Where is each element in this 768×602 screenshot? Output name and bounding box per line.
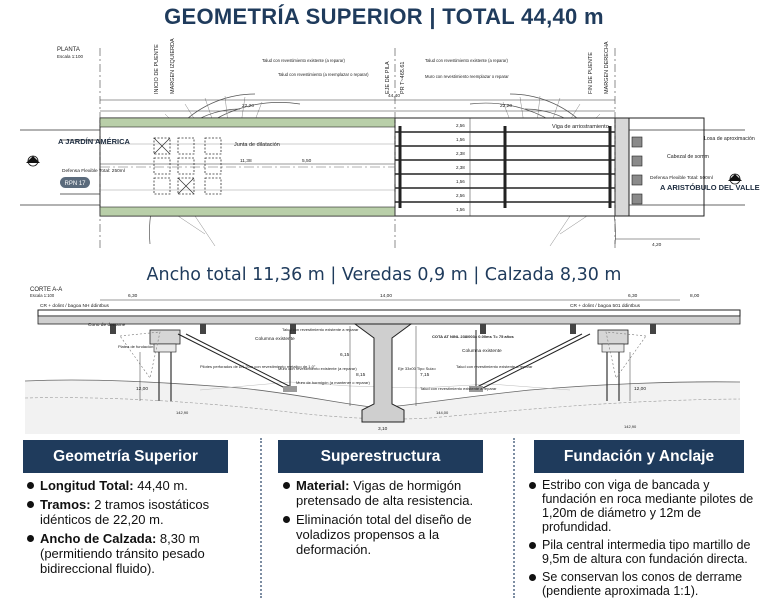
panel-heading-superstructure: Superestructura: [278, 440, 483, 473]
section-drawing: CORTE A-A Escala 1:100 6,30 14,00 6,30 8…: [24, 287, 741, 434]
axis-label: PR T~465.61: [400, 62, 406, 94]
bottom-dim: 3,10: [378, 426, 388, 432]
pile-dim: 12,00: [136, 386, 148, 392]
dim-right: 6,30: [628, 293, 638, 299]
section-note: Muro de hormigón (a mantener o reparar): [296, 380, 370, 385]
to-right-label: A ARISTÓBULO DEL VALLE: [660, 183, 760, 192]
plan-note: Talud con revestimiento existente (a rep…: [262, 58, 345, 63]
list-item: Material: Vigas de hormigón pretensado d…: [282, 478, 506, 508]
section-note: Platea de fundación: [118, 344, 153, 349]
section-note: Columna existente: [255, 336, 295, 342]
section-note: Pilotes perforados de Ø1.20m con revesti…: [200, 364, 316, 369]
divider: [260, 438, 262, 598]
elev-dim: 8,15: [356, 372, 366, 378]
axis-label: MARGEN DERECHA: [604, 41, 610, 94]
list-item: Estribo con viga de bancada y fundación …: [528, 478, 764, 534]
panel-heading-foundation: Fundación y Anclaje: [534, 440, 744, 473]
lane-dim: 2,56: [456, 193, 465, 198]
defense-right-label: Defensa Flexible Total: 500ml: [650, 175, 713, 181]
section-note: Talud con revestimiento existente a repa…: [420, 386, 497, 391]
dim-right-span: 22,20: [500, 103, 512, 109]
panel-superstructure: Material: Vigas de hormigón pretensado d…: [282, 478, 506, 561]
section-note: CR + dolint / bagoa NH ddintbus: [40, 303, 110, 309]
beam-label: Viga de arriostramiento: [552, 124, 609, 130]
plan-label: PLANTA: [57, 47, 80, 53]
bottom-dim: 142,90: [176, 410, 189, 415]
divider: [513, 438, 515, 598]
section-note: Eje 33x00 Tipo Suizo: [398, 366, 436, 371]
cap-label: Cabezal de somm: [667, 154, 709, 160]
dim-total: 14,00: [380, 293, 392, 299]
list-item: Tramos: 2 tramos isostáticos idénticos d…: [26, 497, 254, 527]
section-note: Talud con revestimiento existente a repa…: [282, 327, 359, 332]
section-subtitle: Ancho total 11,36 m | Veredas 0,9 m | Ca…: [146, 265, 622, 285]
plan-note: Talud con revestimiento existente (a rep…: [425, 58, 508, 63]
section-label: CORTE A-A: [30, 287, 62, 293]
joint-label: Junta de dilatación: [234, 142, 280, 148]
lane-dim: 2,56: [456, 123, 465, 128]
section-note: CR + dolint / bagoa 501 ddintbus: [570, 303, 641, 309]
lane-dim: 1,56: [456, 137, 465, 142]
list-item: Pila central intermedia tipo martillo de…: [528, 538, 764, 566]
defense-left-label: Defensa Flexible Total: 250ml: [62, 168, 125, 174]
list-item: Eliminación total del diseño de voladizo…: [282, 512, 506, 557]
route-label: RPN 17: [64, 181, 86, 187]
dim-half-left: 11,38: [240, 158, 252, 164]
lane-dim: 2,38: [456, 151, 465, 156]
bottom-dim: 142,90: [624, 424, 637, 429]
lane-dim: 1,56: [456, 207, 465, 212]
plan-scale: Escala 1:100: [57, 54, 84, 59]
section-note: Muro con revestimiento existente (a repa…: [278, 366, 357, 371]
elev-dim: 6,15: [340, 352, 350, 358]
lane-dim: 1,56: [456, 179, 465, 184]
axis-label: FIN DE PUENTE: [588, 52, 594, 94]
list-item: Se conservan los conos de derrame (pendi…: [528, 570, 764, 598]
dim-half-right: 5,50: [302, 158, 312, 164]
dim-left: 6,30: [128, 293, 138, 299]
lane-dim: 2,38: [456, 165, 465, 170]
elev-dim: 7,15: [420, 372, 430, 378]
axis-label: EJE DE PILA: [385, 61, 391, 94]
section-note: Columna existente: [462, 348, 502, 354]
plan-note: Muro con revestimiento reemplazar o repa…: [425, 74, 509, 79]
end-dim: 4,20: [652, 242, 662, 248]
route-badge: [60, 177, 90, 188]
pile-dim: 12,00: [634, 386, 646, 392]
list-item: Ancho de Calzada: 8,30 m (permitiendo tr…: [26, 531, 254, 576]
bottom-dim: 144,00: [436, 410, 449, 415]
axis-label: MARGEN IZQUIERDA: [170, 38, 176, 94]
slab-label: Losa de aproximación: [704, 136, 755, 142]
section-note: Cono de derrame: [88, 322, 126, 328]
section-note: COTA AT NINL 238/003= 0.00ms T= 75 años: [432, 334, 515, 339]
axis-label: INICIO DE PUENTE: [154, 44, 160, 94]
panel-heading-geometry: Geometría Superior: [23, 440, 228, 473]
plan-note: Talud con revestimiento (a reemplazar o …: [278, 72, 369, 77]
list-item: Longitud Total: 44,40 m.: [26, 478, 254, 493]
page-title: GEOMETRÍA SUPERIOR | TOTAL 44,40 m: [164, 4, 604, 29]
panel-geometry: Longitud Total: 44,40 m. Tramos: 2 tramo…: [26, 478, 254, 580]
panel-foundation: Estribo con viga de bancada y fundación …: [528, 478, 764, 602]
dim-top-right: 8,00: [690, 293, 700, 299]
section-note: Talud con revestimiento existente a repa…: [456, 364, 533, 369]
to-left-label: A JARDÍN AMÉRICA: [58, 137, 131, 146]
dim-total: 44,40: [388, 93, 400, 99]
dim-left-span: 22,20: [242, 103, 254, 109]
section-scale: Escala 1:100: [30, 293, 55, 298]
plan-drawing: INICIO DE PUENTE MARGEN IZQUIERDA EJE DE…: [20, 38, 760, 249]
